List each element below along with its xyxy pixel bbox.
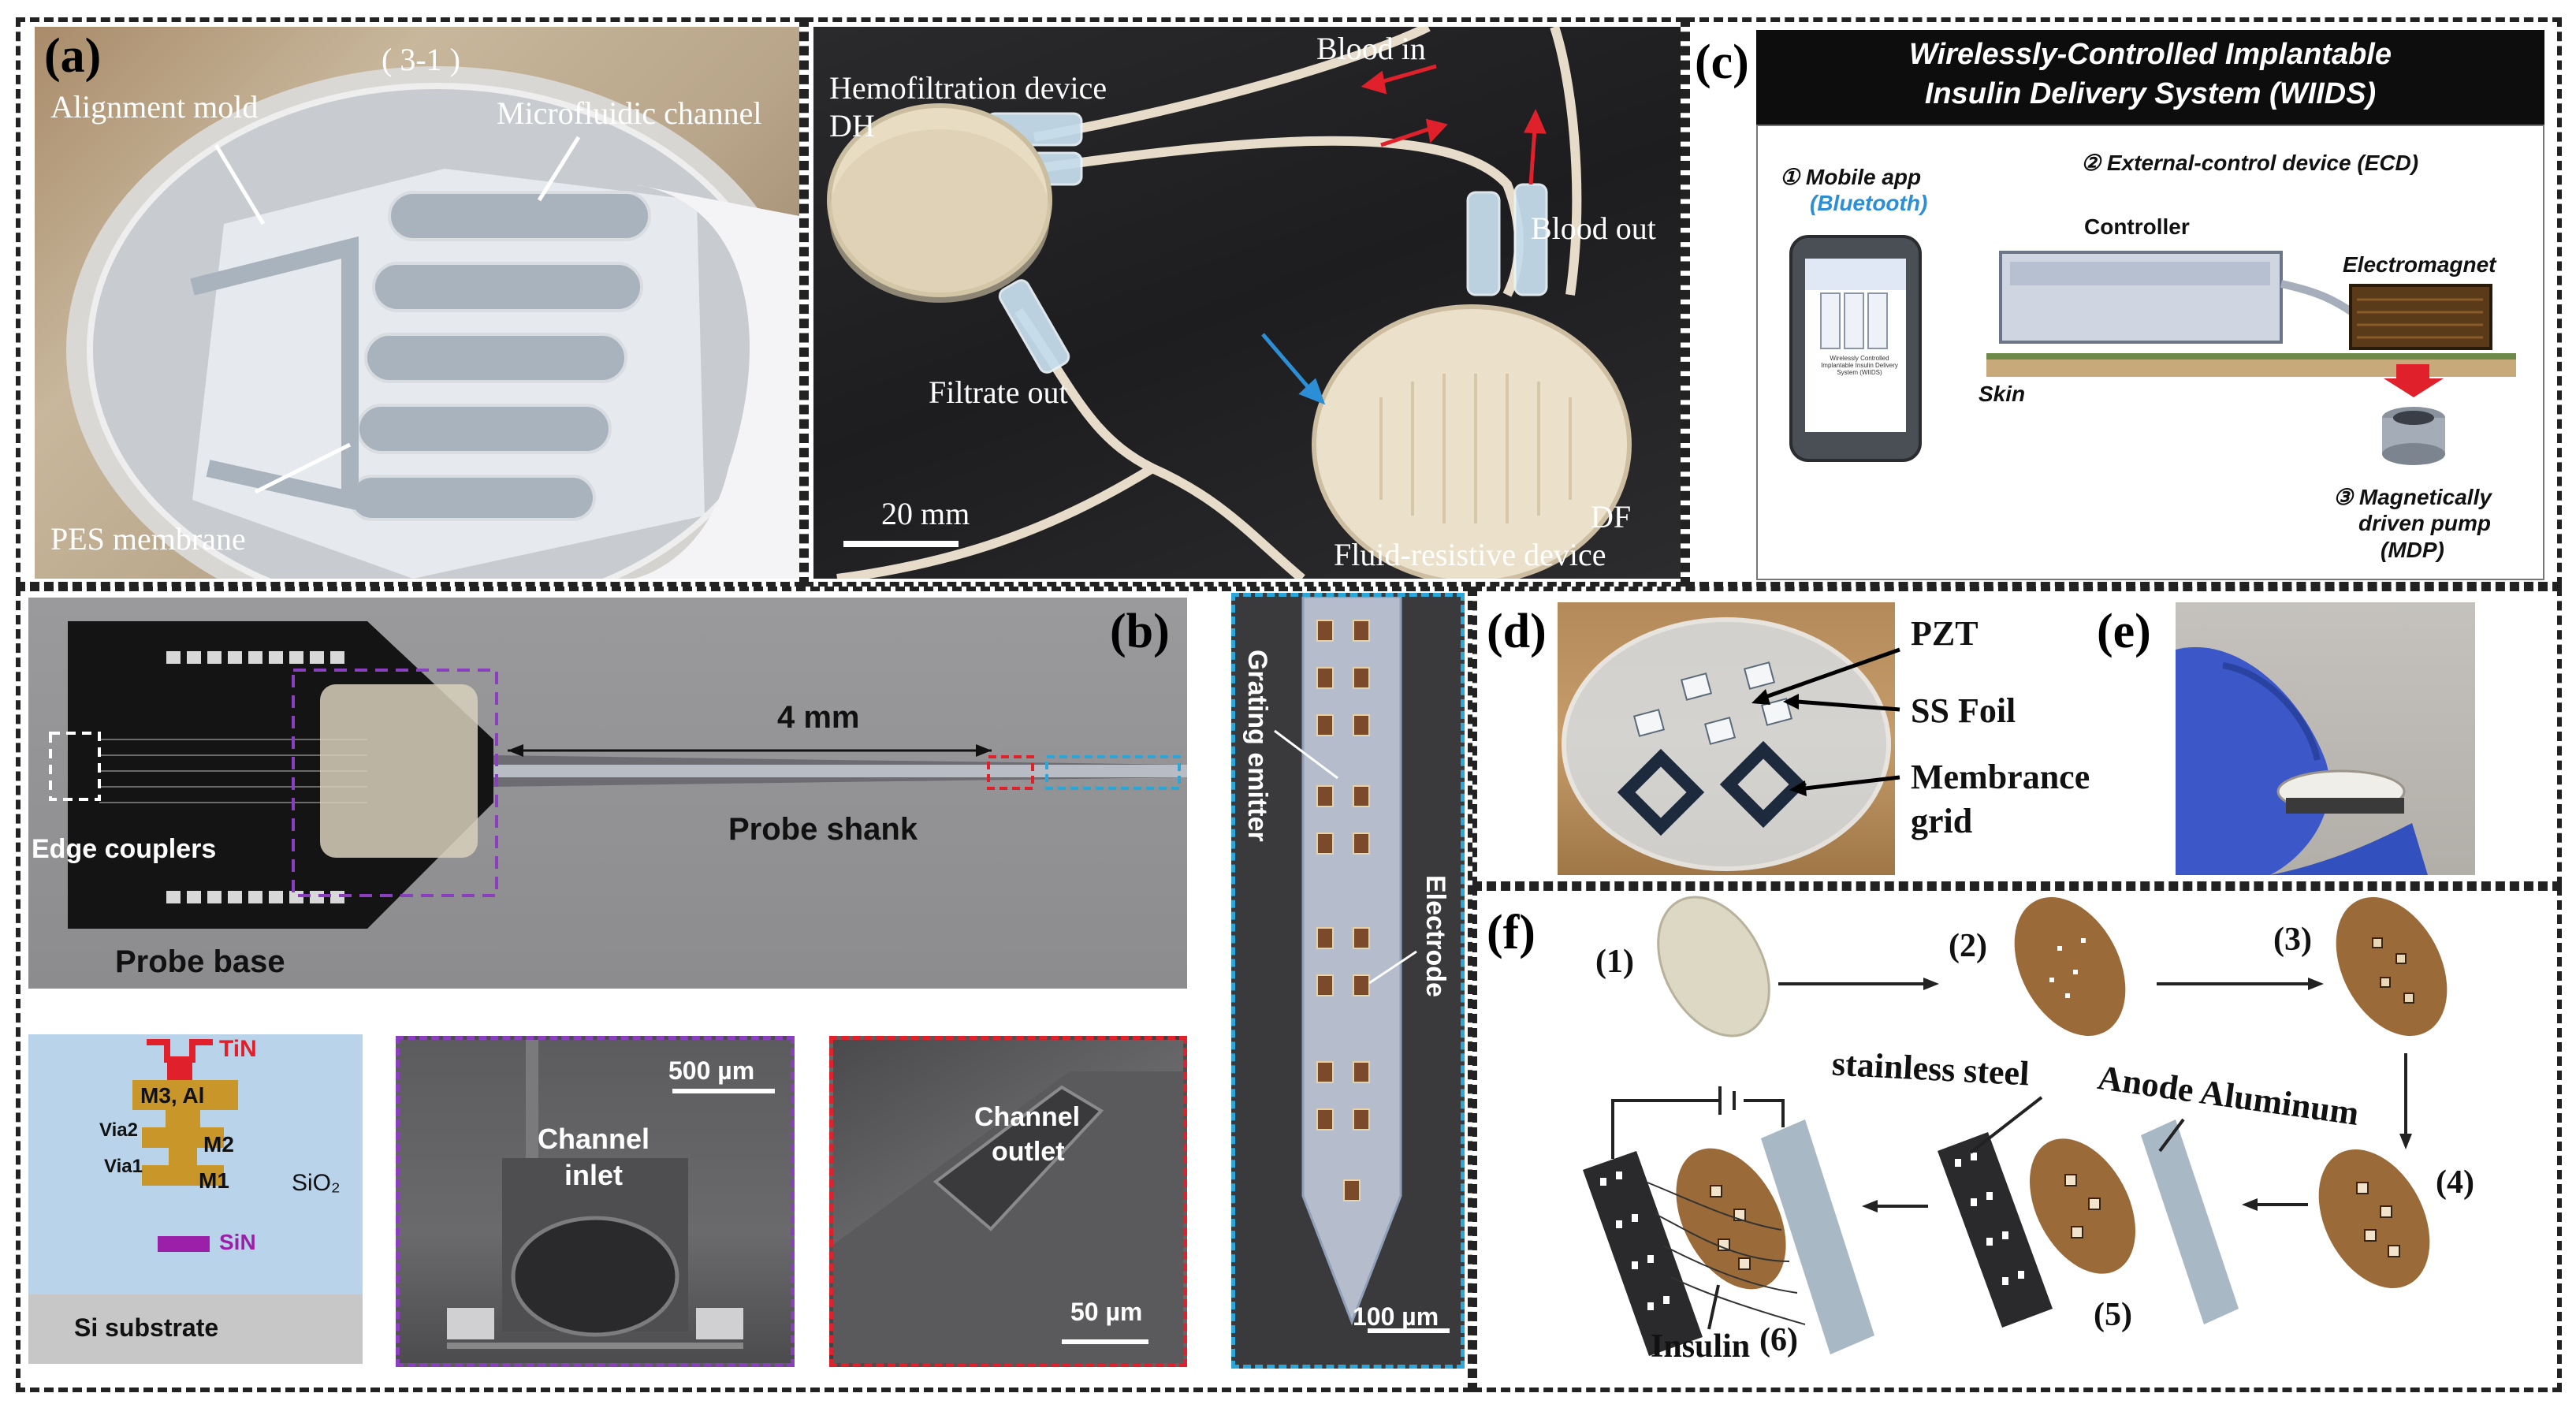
cyan-highlight-box bbox=[1045, 755, 1181, 790]
glove-drawing bbox=[2176, 646, 2428, 875]
frame-panel-f bbox=[1472, 886, 2562, 1392]
panel-tag-d: (d) bbox=[1487, 605, 1547, 658]
label-step-5: (5) bbox=[2094, 1297, 2132, 1333]
label-hemofiltration-device: Hemofiltration device bbox=[829, 70, 1107, 106]
label-mdp-line3: (MDP) bbox=[2381, 538, 2444, 562]
photo-probe-overview bbox=[28, 598, 1187, 989]
label-grid: grid bbox=[1911, 802, 1973, 840]
label-step-2: (2) bbox=[1949, 928, 1987, 964]
label-m3-al: M3, Al bbox=[140, 1083, 205, 1108]
label-blood-out: Blood out bbox=[1531, 210, 1656, 246]
label-ss-foil: SS Foil bbox=[1911, 691, 2016, 730]
wiids-title-line1: Wirelessly-Controlled Implantable bbox=[1908, 38, 2392, 71]
photo-hemofiltration-devices bbox=[813, 27, 1681, 579]
panel-tag-e: (e) bbox=[2097, 605, 2151, 658]
label-controller: Controller bbox=[2084, 214, 2190, 239]
label-step-6: (6) bbox=[1759, 1322, 1798, 1358]
label-via2: Via2 bbox=[99, 1119, 138, 1141]
purple-highlight-box bbox=[292, 669, 498, 897]
inlet-drawing bbox=[447, 1040, 775, 1349]
label-m2: M2 bbox=[203, 1132, 234, 1157]
label-channel-outlet-1: Channel bbox=[974, 1102, 1081, 1132]
label-dh: DH bbox=[829, 108, 875, 143]
label-electromagnet: Electromagnet bbox=[2343, 252, 2496, 277]
label-outlet-scale: 50 µm bbox=[1070, 1298, 1143, 1326]
label-tin: TiN bbox=[219, 1036, 257, 1062]
label-via1: Via1 bbox=[104, 1156, 143, 1177]
label-mobile-app: ① Mobile app bbox=[1780, 165, 1922, 189]
label-blood-in: Blood in bbox=[1316, 31, 1426, 66]
cross-section-oxide bbox=[28, 1034, 363, 1294]
label-mdp-line2: driven pump bbox=[2358, 511, 2492, 535]
label-step-1: (1) bbox=[1595, 944, 1634, 980]
label-alignment-mold: Alignment mold bbox=[50, 89, 259, 125]
panel-tag-b: (b) bbox=[1110, 605, 1170, 658]
shank-drawing bbox=[1274, 597, 1450, 1333]
label-step-4: (4) bbox=[2436, 1164, 2474, 1201]
label-4mm: 4 mm bbox=[777, 700, 860, 735]
label-probe-base: Probe base bbox=[115, 944, 285, 979]
label-grating-emitter: Grating emitter bbox=[1242, 650, 1272, 842]
probe-drawing bbox=[49, 621, 1187, 929]
label-inlet-scale: 500 µm bbox=[668, 1056, 755, 1085]
label-m1: M1 bbox=[199, 1168, 229, 1193]
frame-panel-hemo bbox=[804, 17, 1685, 587]
frame-panel-de bbox=[1472, 587, 2562, 886]
shank-closeup bbox=[1231, 593, 1465, 1369]
label-probe-shank: Probe shank bbox=[728, 812, 918, 847]
petri-drawing bbox=[1562, 617, 1891, 871]
outlet-drawing bbox=[833, 1071, 1183, 1363]
label-sin: SiN bbox=[219, 1230, 256, 1254]
label-channel-inlet-2: inlet bbox=[564, 1159, 624, 1191]
cross-section-substrate bbox=[28, 1294, 363, 1364]
wiids-title-bar bbox=[1756, 30, 2544, 125]
panel-tag-f: (f) bbox=[1487, 906, 1536, 959]
label-sio2: SiO₂ bbox=[292, 1170, 341, 1196]
label-channel-outlet-2: outlet bbox=[992, 1137, 1065, 1167]
label-microfluidic-channel: Microfluidic channel bbox=[497, 95, 762, 131]
sem-channel-outlet bbox=[829, 1036, 1187, 1367]
label-bluetooth: (Bluetooth) bbox=[1810, 191, 1928, 215]
membrane-drawing bbox=[66, 66, 799, 579]
frame-panel-b bbox=[16, 587, 1472, 1392]
edge-coupler-box bbox=[49, 732, 101, 801]
label-pes-membrane: PES membrane bbox=[50, 521, 246, 557]
sem-channel-inlet bbox=[396, 1036, 795, 1367]
label-code-3-1: ( 3-1 ) bbox=[382, 42, 460, 77]
panel-tag-c: (c) bbox=[1695, 35, 1749, 89]
frame-panel-a bbox=[16, 17, 804, 587]
photo-hemofilter-membrane bbox=[35, 27, 799, 579]
label-insulin: Insulin bbox=[1651, 1328, 1751, 1365]
label-si-substrate: Si substrate bbox=[74, 1313, 219, 1342]
phone-screen-text: Wirelessly Controlled Implantable Insuli… bbox=[1821, 355, 1898, 376]
panel-tag-a: (a) bbox=[44, 29, 102, 83]
label-edge-couplers: Edge couplers bbox=[32, 834, 217, 864]
label-fluid-resistive-device: Fluid-resistive device bbox=[1334, 537, 1606, 572]
label-electrode: Electrode bbox=[1420, 875, 1450, 997]
label-scale-20mm: 20 mm bbox=[881, 496, 970, 531]
label-channel-inlet-1: Channel bbox=[538, 1123, 650, 1155]
label-skin: Skin bbox=[1979, 382, 2026, 406]
photo-gloved-hand-device bbox=[2176, 602, 2475, 875]
label-ecd: ② External-control device (ECD) bbox=[2081, 151, 2419, 175]
label-filtrate-out: Filtrate out bbox=[929, 374, 1068, 410]
frame-panel-c bbox=[1685, 17, 2562, 587]
label-mdp-line1: ③ Magnetically bbox=[2333, 485, 2492, 509]
wiids-title-line2: Insulin Delivery System (WIIDS) bbox=[1924, 77, 2377, 110]
label-membrance: Membrance bbox=[1911, 758, 2090, 796]
label-pzt: PZT bbox=[1911, 614, 1979, 653]
hemo-drawing bbox=[827, 27, 1632, 579]
photo-petri-dish bbox=[1558, 602, 1895, 875]
label-df: DF bbox=[1591, 499, 1632, 535]
label-step-3: (3) bbox=[2273, 922, 2312, 958]
label-shank-scale: 100 µm bbox=[1353, 1302, 1439, 1331]
